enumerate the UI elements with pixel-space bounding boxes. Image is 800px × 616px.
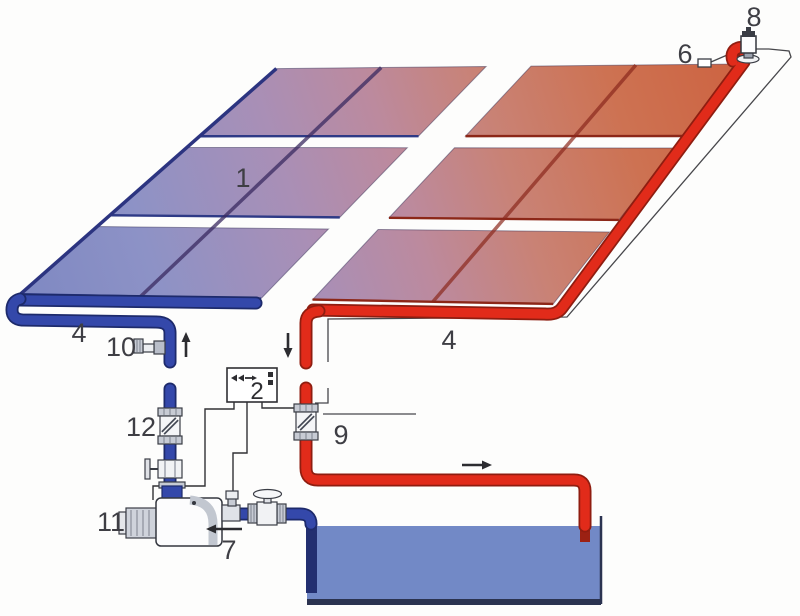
suction-valve [247,488,287,526]
tank-water [307,526,601,604]
return-pipe-to-tank [301,435,590,531]
label-suction-valve: 7 [221,535,236,565]
label-return-check-valve: 9 [333,420,348,450]
return-pipe-underwater [580,527,590,542]
rewind-icon [231,374,237,382]
controller-label: 2 [250,378,263,405]
down-arrow-icon [283,348,293,358]
cold-pipe-run [5,292,318,531]
panel-seam [431,63,638,303]
air-vent [736,27,760,64]
display-dot [268,380,273,385]
valve-handwheel [144,458,151,480]
supply-pipe-upper [7,294,175,367]
roof-sensor [697,58,712,68]
return-check-valve [293,403,319,441]
valve-handle [252,488,283,500]
tank-bottom [307,599,601,605]
water-tank [306,516,603,605]
part-labels: 1 4 4 6 7 8 9 10 11 12 [71,2,761,565]
right-arrow-icon [482,460,492,470]
bleed-screw [192,501,196,505]
label-supply-check-valve: 12 [126,412,156,442]
flow-arrow-icon [252,375,257,381]
return-pipe-upper [301,306,324,368]
label-pump: 11 [97,507,125,537]
label-flow-fitting: 10 [106,332,136,362]
suction-pipe [215,509,316,529]
rewind-icon [238,374,244,382]
collector-bottom-header-pipe [15,295,261,308]
suction-pipe-underwater [306,527,317,593]
pump [118,481,223,547]
label-collector: 1 [235,163,250,193]
label-supply-pipe: 4 [71,318,86,348]
supply-check-valve [157,407,183,445]
vent-cap [742,31,755,37]
pump-volute [189,495,218,545]
display-dot [268,372,273,377]
frame-edge-line-lower [315,388,329,404]
flow-arrows [181,332,492,534]
array-left-edge [19,67,278,296]
frame-edge-line [327,48,792,362]
label-return-pipe: 4 [441,325,456,355]
label-air-vent: 8 [746,2,761,32]
vent-body [740,35,757,54]
collector-array [19,63,742,306]
panel-seam [139,66,383,298]
label-roof-sensor: 6 [677,39,692,69]
up-arrow-icon [181,332,191,342]
vent-nub [746,27,751,31]
collector-panel [198,65,488,137]
suction-sensor-fitting [221,490,241,522]
flow-fitting [133,338,166,355]
controller: 2 [226,367,278,405]
left-arrow-icon [206,524,216,534]
wire-suction-sensor [232,402,248,493]
wire-pump-sensor [152,402,235,500]
gate-valve [144,458,183,480]
